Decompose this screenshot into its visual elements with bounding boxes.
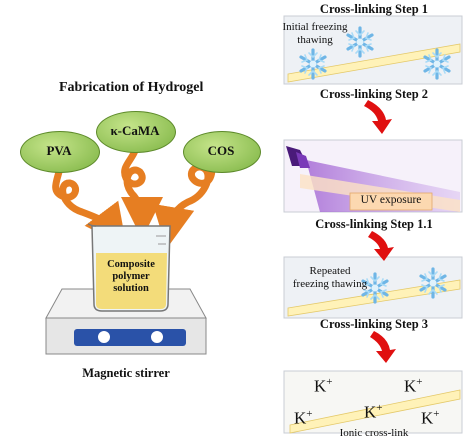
component-bubble-camma <box>96 111 176 153</box>
step3-title: Cross-linking Step 3 <box>319 317 429 331</box>
step1-1-panel-text-line1: Repeated <box>309 265 351 277</box>
step1-1-panel-text-line2: freezing thawing <box>292 278 368 290</box>
beaker-label-line1: Composite <box>107 259 155 270</box>
potassium-ion-2: K+ <box>404 376 423 396</box>
step3-panel-text: Ionic cross-link <box>339 427 409 439</box>
step2-title: Cross-linking Step 2 <box>319 87 429 101</box>
potassium-ion-4: K+ <box>294 408 313 428</box>
uv-lamp-icon <box>286 146 310 168</box>
fabrication-title: Fabrication of Hydrogel <box>59 80 204 95</box>
step1-title: Cross-linking Step 1 <box>319 2 429 16</box>
step1-panel-text-line1: Initial freezing <box>282 21 348 33</box>
beaker-label-line3: solution <box>113 283 149 294</box>
component-bubble-pva <box>20 131 100 173</box>
step1-1-title: Cross-linking Step 1.1 <box>315 217 433 231</box>
potassium-ion-1: K+ <box>314 376 333 396</box>
swirl-arrow-camma <box>120 139 163 239</box>
potassium-ion-3: K+ <box>364 402 383 422</box>
red-arrows <box>364 100 396 363</box>
swirl-arrow-pva <box>52 156 127 247</box>
component-bubble-cos <box>183 131 261 173</box>
component-label-pva: PVA <box>46 143 72 158</box>
step1-panel-text-line2: thawing <box>297 34 333 46</box>
beaker-label-line2: polymer <box>112 271 150 282</box>
step1-1-panel <box>283 256 463 319</box>
magnetic-stirrer-label: Magnetic stirrer <box>82 366 170 380</box>
step2-panel <box>283 139 463 213</box>
beaker-icon <box>87 223 171 312</box>
potassium-ion-5: K+ <box>421 408 440 428</box>
step1-panel <box>283 15 463 85</box>
step3-panel <box>283 370 463 434</box>
component-label-cos: COS <box>207 143 235 158</box>
component-label-camma: κ-CaMA <box>110 123 160 138</box>
step2-panel-text: UV exposure <box>360 194 422 206</box>
